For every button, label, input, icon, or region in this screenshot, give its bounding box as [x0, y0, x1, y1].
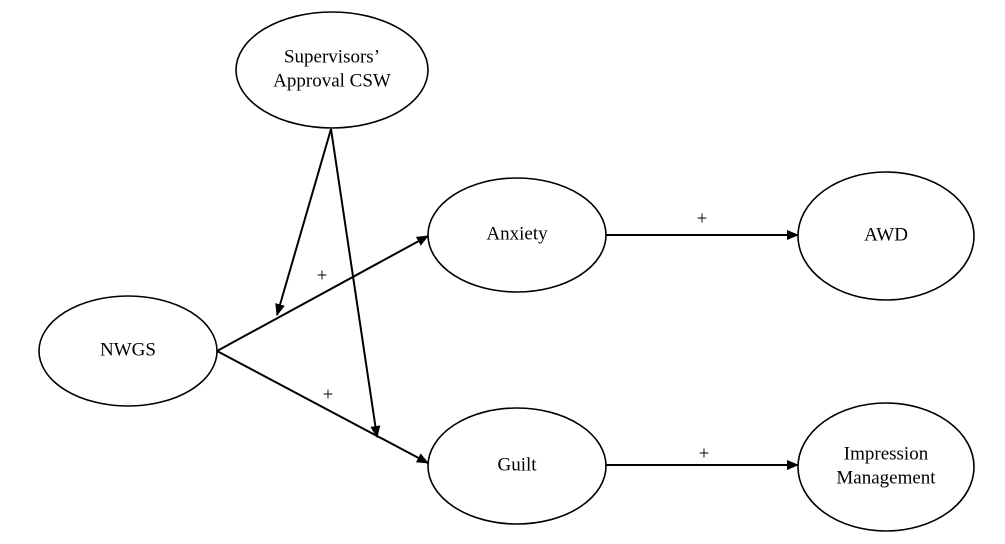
node-awd: AWD: [797, 171, 975, 301]
node-impression-line2: Management: [836, 467, 936, 488]
edge-nwgs-to-guilt: [216, 350, 429, 464]
node-awd-label: AWD: [864, 224, 908, 245]
node-supervisors-line2: Approval CSW: [273, 70, 391, 91]
node-supervisors-line1: Supervisors’: [284, 46, 380, 67]
edge-supervisors-moderates-guilt-path: [330, 128, 381, 438]
edge-supervisors-moderates-anxiety-path: [275, 128, 332, 316]
edge-label-anxiety-awd: +: [697, 208, 708, 229]
node-anxiety: Anxiety: [427, 177, 607, 293]
node-anxiety-label: Anxiety: [486, 223, 548, 244]
node-supervisors-approval-csw: Supervisors’ Approval CSW: [235, 11, 429, 129]
node-guilt: Guilt: [427, 407, 607, 525]
edge-nwgs-to-anxiety: [216, 235, 429, 352]
node-impression-line1: Impression: [844, 443, 929, 464]
node-nwgs-label: NWGS: [100, 339, 156, 360]
edge-label-nwgs-guilt: +: [323, 384, 334, 405]
edge-label-nwgs-anxiety: +: [317, 265, 328, 286]
node-nwgs: NWGS: [38, 295, 218, 407]
node-guilt-label: Guilt: [497, 454, 537, 475]
node-impression-management: Impression Management: [797, 402, 975, 532]
edge-label-guilt-impression: +: [699, 443, 710, 464]
